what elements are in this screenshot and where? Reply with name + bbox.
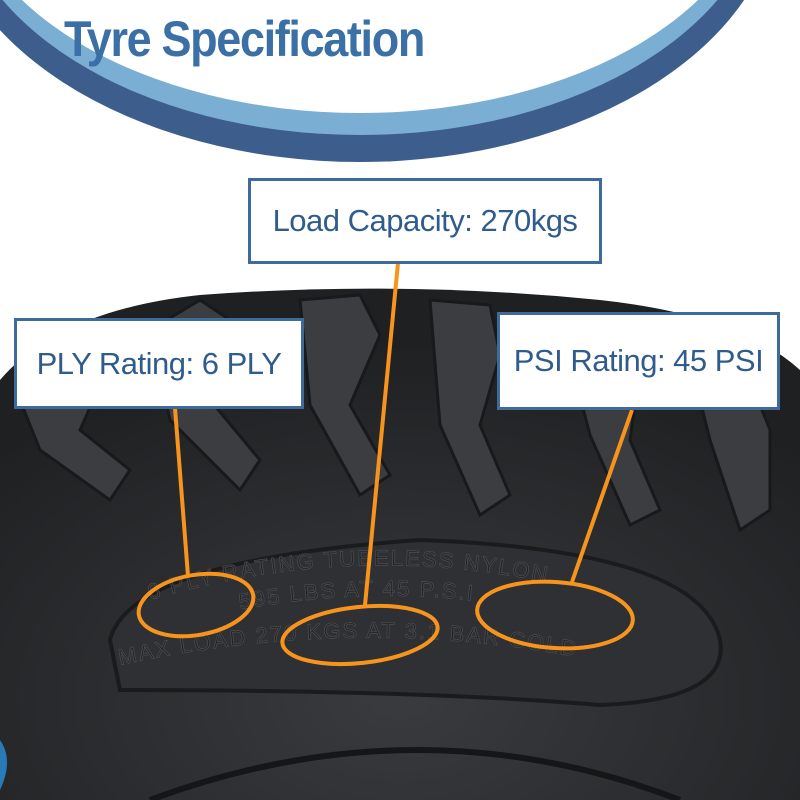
load-capacity-callout: Load Capacity: 270kgs (248, 178, 602, 264)
ply-pointer-line (173, 407, 190, 577)
psi-highlight-ellipse (475, 579, 635, 651)
load-pointer-line (363, 262, 400, 606)
ply-rating-callout: PLY Rating: 6 PLY (14, 318, 304, 409)
psi-rating-callout: PSI Rating: 45 PSI (497, 312, 780, 410)
page-title: Tyre Specification (64, 11, 425, 67)
valve-blue-accent (0, 740, 7, 790)
header-arc-inner (22, 0, 698, 113)
ply-highlight-ellipse (136, 571, 256, 639)
psi-pointer-line (570, 409, 634, 583)
load-highlight-ellipse (280, 603, 440, 667)
rim-edge (148, 747, 682, 800)
